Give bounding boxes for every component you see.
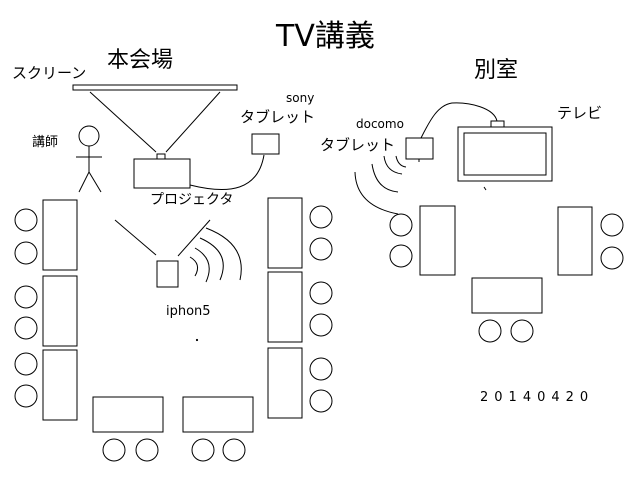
phone-beam-right bbox=[177, 219, 211, 257]
projector bbox=[133, 153, 191, 189]
screen bbox=[72, 84, 238, 91]
tv bbox=[457, 120, 553, 182]
desk-right-1 bbox=[267, 197, 303, 269]
desk-right-3 bbox=[267, 347, 303, 419]
projector-label: プロジェクタ bbox=[150, 192, 234, 208]
iphone bbox=[156, 260, 179, 288]
wireless-signal-room bbox=[354, 155, 407, 215]
sony-tablet-label: タブレット bbox=[240, 108, 316, 126]
screen-label: スクリーン bbox=[12, 64, 87, 82]
docomo-tablet-label: タブレット bbox=[320, 136, 396, 154]
chairs-left bbox=[14, 208, 38, 408]
chairs-right bbox=[309, 205, 333, 413]
room-desk-1 bbox=[419, 205, 456, 276]
desk-right-2 bbox=[267, 271, 303, 343]
teacher-label: 講師 bbox=[32, 135, 59, 150]
sony-brand-label: sony bbox=[286, 91, 315, 105]
diagram-title: TV講義 bbox=[276, 19, 375, 54]
chairs-bottom bbox=[102, 438, 246, 462]
desk-left-3 bbox=[42, 349, 78, 421]
phone-label: iphon5 bbox=[166, 304, 211, 319]
desk-left-1 bbox=[42, 199, 78, 271]
phone-beam-left bbox=[114, 219, 157, 256]
docomo-tablet bbox=[405, 137, 434, 162]
wireless-signal-main bbox=[189, 227, 242, 283]
projection-beam-right bbox=[165, 91, 221, 153]
docomo-brand-label: docomo bbox=[356, 117, 404, 131]
tv-cable bbox=[420, 102, 498, 139]
projection-beam-left bbox=[89, 91, 157, 153]
small-dot bbox=[195, 338, 199, 342]
teacher-figure bbox=[76, 125, 102, 193]
tv-stand-mark bbox=[483, 186, 487, 191]
date-label: 20140420 bbox=[480, 390, 595, 405]
desk-left-2 bbox=[42, 275, 78, 347]
sony-tablet bbox=[251, 133, 280, 155]
room-desk-2 bbox=[557, 206, 593, 276]
tv-label: テレビ bbox=[557, 104, 603, 122]
room-chairs bbox=[389, 213, 624, 343]
projector-cable bbox=[189, 154, 265, 191]
side-room-label: 別室 bbox=[474, 58, 519, 83]
main-hall-label: 本会場 bbox=[107, 48, 174, 73]
desk-bottom-1 bbox=[92, 396, 164, 433]
room-desk-3 bbox=[471, 277, 543, 314]
desk-bottom-2 bbox=[182, 396, 254, 433]
